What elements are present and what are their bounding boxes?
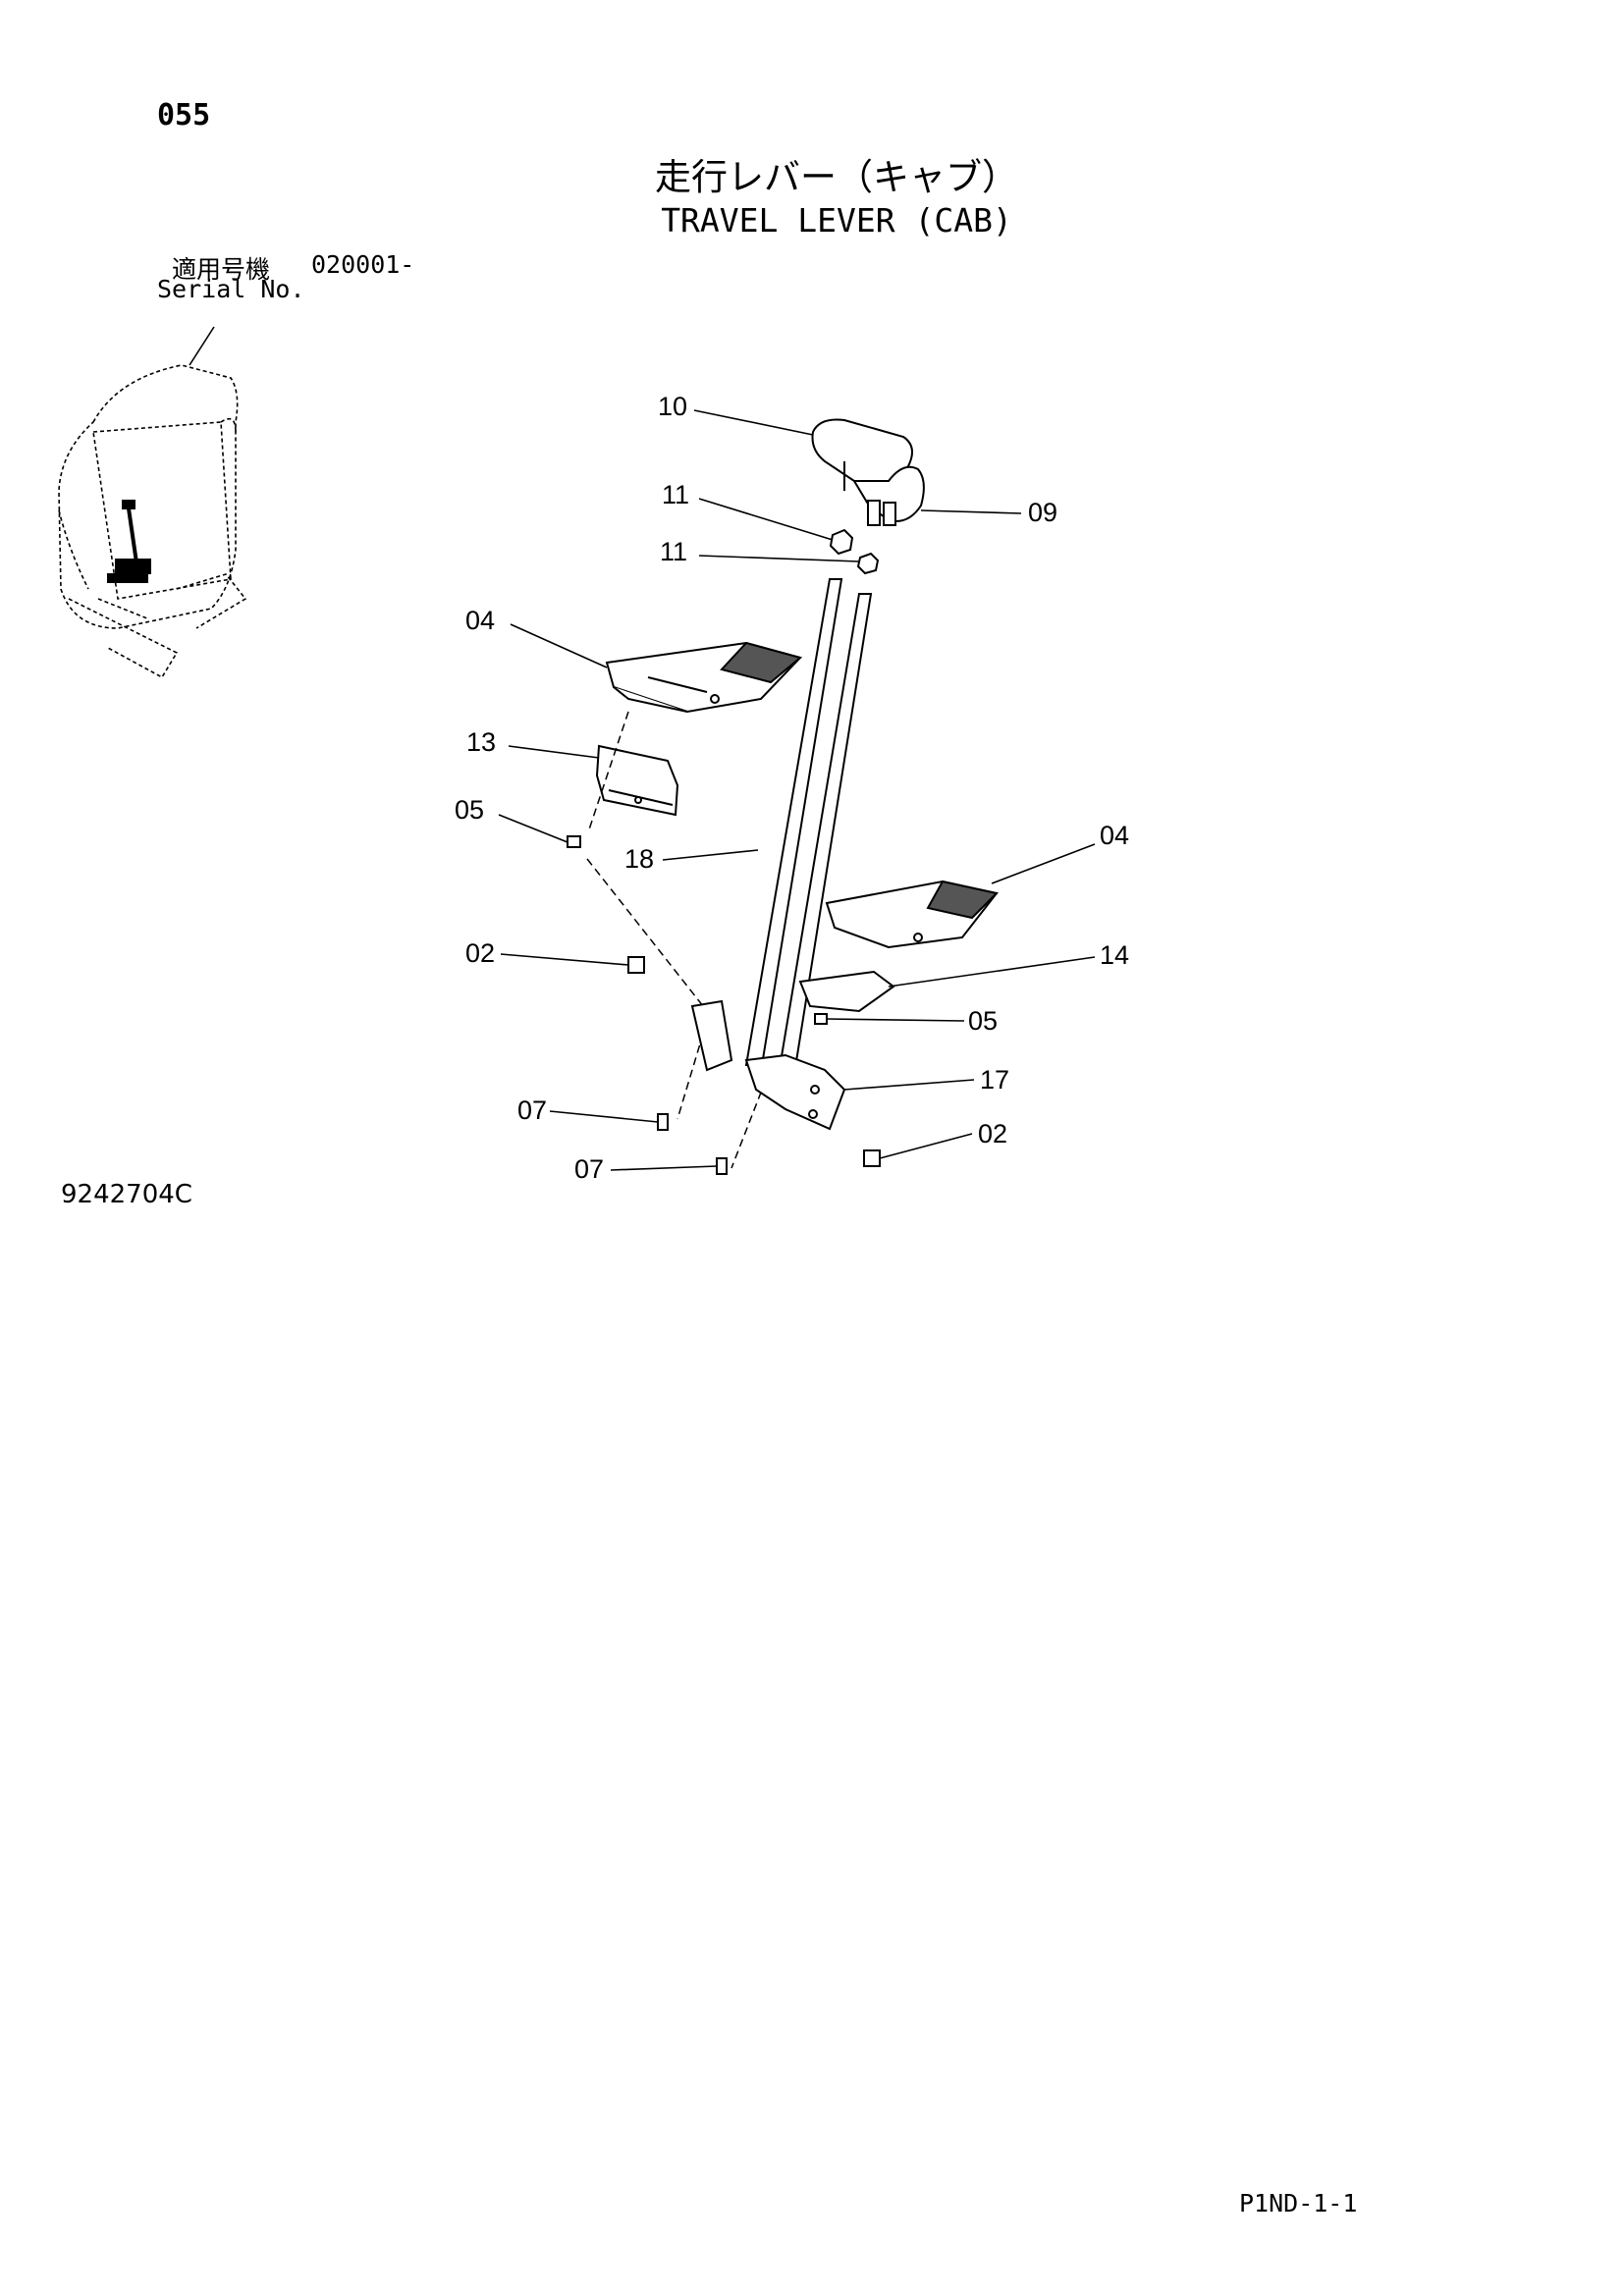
cab-locator-lever-highlight — [107, 500, 151, 583]
drawing-number: 9242704C — [61, 1180, 192, 1209]
callout-07-lower: 07 — [574, 1154, 604, 1184]
callout-18: 18 — [624, 844, 654, 874]
callout-04-right: 04 — [1100, 821, 1129, 850]
bolt-05-left — [567, 835, 581, 848]
callout-14: 14 — [1100, 940, 1129, 970]
callout-09: 09 — [1028, 498, 1057, 527]
travel-lever-assembly — [567, 418, 1000, 1175]
bolt-05-right — [814, 1013, 828, 1025]
page-number: 055 — [157, 98, 211, 133]
bolt-02-left — [627, 956, 645, 974]
callout-07-upper: 07 — [517, 1095, 547, 1125]
pedal-left — [605, 641, 803, 714]
callout-05-right: 05 — [968, 1006, 998, 1036]
callout-13: 13 — [466, 727, 496, 757]
nut-lower — [856, 552, 880, 575]
callout-10: 10 — [658, 392, 687, 421]
callout-labels: 10 09 11 11 04 13 05 18 04 02 14 05 17 0… — [455, 392, 1129, 1184]
lever-grip — [811, 418, 925, 526]
serial-label-english: Serial No. — [157, 275, 305, 303]
bracket-left — [595, 744, 679, 817]
bolt-02-right — [863, 1149, 881, 1167]
serial-label-japanese: 適用号機 — [172, 255, 271, 284]
base-mount — [690, 999, 846, 1131]
pedal-right — [825, 880, 1000, 949]
bolt-07-upper — [657, 1113, 669, 1131]
callout-11-upper: 11 — [662, 480, 689, 509]
leader-lines — [498, 409, 1096, 1171]
bolt-07-lower — [716, 1157, 728, 1175]
callout-04-left: 04 — [465, 606, 495, 635]
title-english: TRAVEL LEVER (CAB) — [661, 201, 1012, 240]
cab-locator-thumbnail — [58, 326, 247, 679]
callout-17: 17 — [980, 1065, 1009, 1095]
callout-02-right: 02 — [978, 1119, 1007, 1148]
callout-11-lower: 11 — [660, 537, 687, 566]
nut-upper — [829, 528, 854, 556]
callout-02-left: 02 — [465, 938, 495, 968]
lever-rods — [744, 578, 873, 1081]
callout-05-left: 05 — [455, 795, 484, 825]
bracket-right — [798, 970, 895, 1013]
serial-number: 020001- — [311, 250, 415, 279]
title-japanese: 走行レバー（キャブ） — [655, 156, 1018, 198]
page-reference: P1ND-1-1 — [1239, 2189, 1358, 2217]
